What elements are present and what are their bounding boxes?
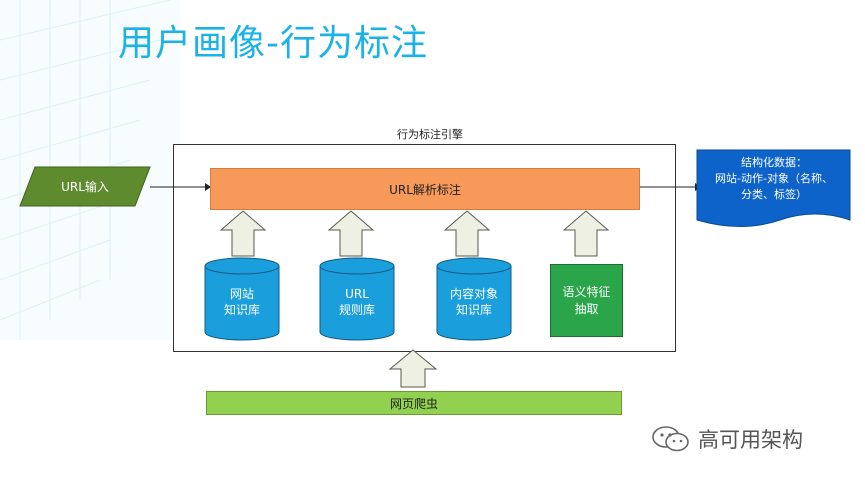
output-label: 结构化数据： 网站-动作-对象（名称、 分类、标签）	[700, 155, 848, 203]
cylinder-2	[319, 257, 395, 341]
output-document-shape	[696, 149, 851, 227]
cylinder-3	[436, 257, 512, 341]
kb3-line1: 内容对象	[449, 287, 498, 301]
up-arrow-4	[562, 210, 610, 257]
kb1-line2: 知识库	[223, 303, 260, 317]
up-arrow-3	[443, 210, 491, 257]
output-line1: 结构化数据：	[741, 156, 807, 169]
up-arrow-1	[219, 210, 267, 257]
input-arrowhead	[205, 183, 211, 191]
semantic-feature-box: 语义特征 抽取	[550, 264, 623, 337]
up-arrow-crawler	[388, 349, 438, 388]
input-label: URL输入	[61, 179, 109, 194]
feature-line2: 抽取	[574, 301, 599, 316]
output-line2: 网站-动作-对象（名称、	[715, 172, 833, 185]
web-crawler-label: 网页爬虫	[389, 396, 438, 411]
knowledge-base-1-label: 网站 知识库	[202, 286, 282, 318]
kb2-line2: 规则库	[338, 303, 375, 317]
brand-text: 高可用架构	[698, 428, 803, 452]
kb3-line2: 知识库	[455, 303, 492, 317]
brand-watermark: 高可用架构	[650, 424, 803, 454]
feature-line1: 语义特征	[562, 284, 611, 299]
url-parser-label: URL解析标注	[389, 182, 461, 197]
cylinder-1	[204, 257, 280, 341]
output-line3: 分类、标签）	[741, 188, 807, 201]
kb2-line1: URL	[345, 287, 369, 301]
knowledge-base-2-label: URL 规则库	[317, 286, 397, 318]
engine-label: 行为标注引擎	[397, 128, 463, 141]
knowledge-base-3-label: 内容对象 知识库	[434, 286, 514, 318]
wechat-icon	[652, 426, 689, 452]
slide-title: 用户画像-行为标注	[118, 23, 428, 64]
input-shape	[19, 166, 151, 207]
kb1-line1: 网站	[229, 287, 254, 301]
up-arrow-2	[327, 210, 375, 257]
web-crawler-bar: 网页爬虫	[206, 391, 622, 415]
url-parser-bar: URL解析标注	[210, 168, 640, 210]
